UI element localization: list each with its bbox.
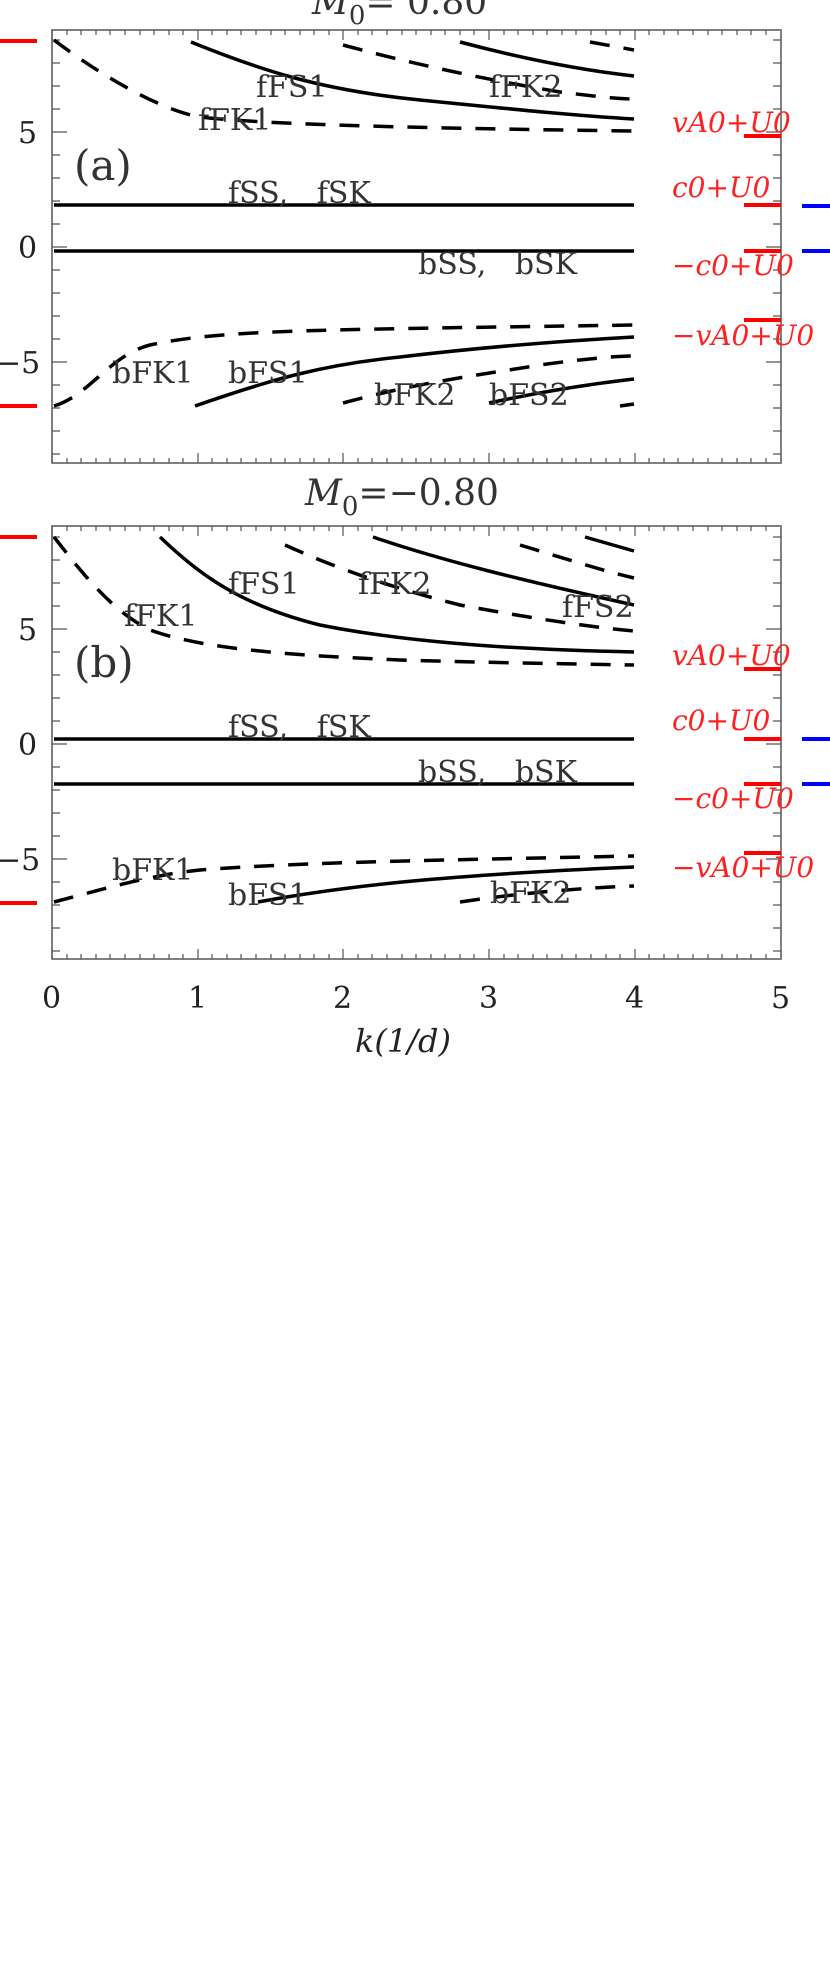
panel-b-blue-markers xyxy=(802,737,830,786)
panel-b-ytick-0: 0 xyxy=(18,728,37,763)
panel-a-tag: (a) xyxy=(74,141,132,190)
panel-b-x-ticks xyxy=(51,526,767,959)
panel-b-title: M0=−0.80 xyxy=(304,473,499,522)
ref-label-neg-c-plus-U: −c0+U0 xyxy=(672,782,794,815)
panel-a-blue-markers xyxy=(802,204,830,253)
panel-a-y-ticks xyxy=(52,39,781,455)
ref-label-neg-vA-plus-U: −vA0+U0 xyxy=(672,851,814,884)
label-bFK2: bFK2 xyxy=(374,378,456,413)
curve-bFK3 xyxy=(619,402,635,408)
curve-fFS1 xyxy=(190,40,635,121)
panel-a: M0= 0.80 5 0 −5 (a) xyxy=(0,0,830,464)
panel-a-title: M0= 0.80 xyxy=(311,0,487,31)
panel-a-ytick-0: 0 xyxy=(18,231,37,266)
panel-b-reference-markers xyxy=(0,535,781,905)
xtick-2: 2 xyxy=(333,981,352,1016)
label-bFK2: bFK2 xyxy=(490,876,572,911)
curve-fFS1 xyxy=(158,535,635,654)
ref-label-neg-c-plus-U: −c0+U0 xyxy=(672,249,794,282)
label-fFS1: fFS1 xyxy=(228,567,300,602)
curve-fFS3 xyxy=(584,535,635,553)
label-fSS-fSK: fSS, fSK xyxy=(228,176,371,211)
xtick-4: 4 xyxy=(625,981,644,1016)
curve-fFK1 xyxy=(52,535,635,667)
label-bFS1: bFS1 xyxy=(228,878,308,913)
ref-label-vA-plus-U: vA0+U0 xyxy=(672,106,791,139)
panel-b-curve-labels: fFS1 fFK1 fFK2 fFS2 fSS, fSK bSS, bSK bF… xyxy=(112,567,634,913)
label-bFS1: bFS1 xyxy=(228,356,308,391)
curve-fFK2 xyxy=(342,43,635,101)
curve-bFK2 xyxy=(342,354,635,405)
x-tick-labels: 0 1 2 3 4 5 xyxy=(42,981,790,1016)
curve-bFK1 xyxy=(53,854,635,904)
panel-b-ytick-5: 5 xyxy=(18,613,37,648)
panel-a-reference-labels: vA0+U0 c0+U0 −c0+U0 −vA0+U0 xyxy=(672,106,814,352)
xtick-0: 0 xyxy=(42,981,61,1016)
x-axis-label: k(1/d) xyxy=(355,1022,451,1060)
panel-a-ytick-neg5: −5 xyxy=(0,346,40,381)
ref-label-vA-plus-U: vA0+U0 xyxy=(672,639,791,672)
panel-a-x-ticks xyxy=(51,30,767,463)
label-bSS-bSK: bSS, bSK xyxy=(418,247,578,282)
curve-fFS2 xyxy=(372,535,635,607)
label-fFK2: fFK2 xyxy=(489,70,562,105)
label-bFS2: bFS2 xyxy=(489,378,569,413)
panel-a-curve-labels: fFS1 fFK1 fFK2 fSS, fSK bSS, bSK bFK1 bF… xyxy=(112,70,578,413)
curve-bFS2 xyxy=(488,377,635,405)
curve-fFK1 xyxy=(52,38,635,133)
label-fFS1: fFS1 xyxy=(256,70,328,105)
ref-label-c-plus-U: c0+U0 xyxy=(672,171,770,204)
curve-bFS1 xyxy=(257,865,635,904)
curve-fFK3 xyxy=(589,40,635,52)
xtick-5: 5 xyxy=(771,981,790,1016)
panel-b-tag: (b) xyxy=(74,638,134,687)
ref-label-neg-vA-plus-U: −vA0+U0 xyxy=(672,319,814,352)
panel-b-ytick-neg5: −5 xyxy=(0,843,40,878)
panel-a-reference-markers xyxy=(0,39,781,408)
curve-bFK1 xyxy=(53,323,635,408)
label-fFK1: fFK1 xyxy=(198,103,271,138)
label-fFK1: fFK1 xyxy=(124,599,197,634)
curve-fFK2 xyxy=(284,543,635,633)
label-fSS-fSK: fSS, fSK xyxy=(228,710,371,745)
panel-b-curves xyxy=(52,535,635,904)
panel-b-reference-labels: vA0+U0 c0+U0 −c0+U0 −vA0+U0 xyxy=(672,639,814,884)
ref-label-c-plus-U: c0+U0 xyxy=(672,704,770,737)
curve-bFK2 xyxy=(459,884,635,904)
panel-b: M0=−0.80 5 0 −5 (b) fFS xyxy=(0,473,830,1060)
label-bFK1: bFK1 xyxy=(112,853,194,888)
curve-fFK3 xyxy=(519,543,635,580)
xtick-1: 1 xyxy=(188,981,207,1016)
curve-bFS1 xyxy=(194,335,635,408)
label-bFK1: bFK1 xyxy=(112,356,194,391)
panel-a-curves xyxy=(52,38,635,408)
xtick-3: 3 xyxy=(479,981,498,1016)
label-bSS-bSK: bSS, bSK xyxy=(418,755,578,790)
panel-a-ytick-5: 5 xyxy=(18,116,37,151)
curve-fFS2 xyxy=(459,40,635,78)
label-fFS2: fFS2 xyxy=(562,590,634,625)
label-fFK2: fFK2 xyxy=(358,567,431,602)
